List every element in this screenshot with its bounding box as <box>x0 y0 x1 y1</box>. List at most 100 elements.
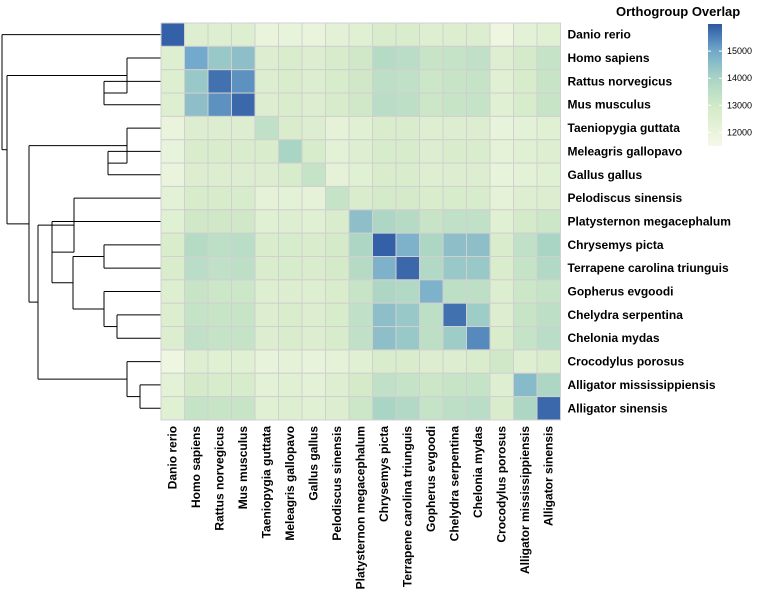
heatmap-cell <box>325 326 350 351</box>
heatmap-cell <box>442 232 467 257</box>
heatmap-cell <box>372 256 397 281</box>
heatmap-cell <box>536 45 561 71</box>
heatmap-cell <box>489 302 514 328</box>
heatmap-cell <box>184 396 209 421</box>
heatmap-cell <box>207 349 232 374</box>
heatmap-cell <box>466 256 491 281</box>
heatmap-cell <box>419 115 444 141</box>
heatmap-cell <box>513 22 538 47</box>
heatmap-cell <box>254 92 279 117</box>
heatmap-cell <box>395 372 420 398</box>
heatmap-cell <box>489 256 514 281</box>
heatmap-cell <box>301 92 326 117</box>
heatmap-cell <box>160 45 185 71</box>
heatmap-cell <box>513 326 538 351</box>
colorbar <box>708 24 722 146</box>
heatmap-cell <box>231 162 256 187</box>
heatmap-cell <box>513 69 538 94</box>
heatmap-cell <box>348 396 373 421</box>
heatmap-cell <box>231 185 256 211</box>
heatmap-cell <box>536 256 561 281</box>
heatmap-cell <box>419 22 444 47</box>
heatmap-cell <box>301 69 326 94</box>
heatmap-cell <box>513 372 538 398</box>
heatmap-cell <box>301 232 326 257</box>
row-label: Alligator sinensis <box>568 401 668 415</box>
heatmap-cell <box>184 209 209 234</box>
heatmap-cell <box>466 45 491 71</box>
heatmap-cell <box>184 45 209 71</box>
row-label: Taeniopygia guttata <box>568 121 681 135</box>
heatmap-cell <box>419 349 444 374</box>
heatmap-cell <box>325 232 350 257</box>
heatmap-cell <box>254 302 279 328</box>
heatmap-cell <box>207 162 232 187</box>
heatmap-cell <box>395 302 420 328</box>
heatmap-cell <box>372 349 397 374</box>
column-label: Terrapene carolina triunguis <box>401 426 415 587</box>
heatmap-cell <box>325 92 350 117</box>
column-label: Homo sapiens <box>189 426 203 508</box>
heatmap-cell <box>395 209 420 234</box>
heatmap-cell <box>184 372 209 398</box>
heatmap-cell <box>348 69 373 94</box>
heatmap-cell <box>184 139 209 164</box>
heatmap-cell <box>231 256 256 281</box>
heatmap-cell <box>372 92 397 117</box>
heatmap-cell <box>348 326 373 351</box>
heatmap-cell <box>301 326 326 351</box>
heatmap-cell <box>372 209 397 234</box>
heatmap-cell <box>466 22 491 47</box>
heatmap-cell <box>513 232 538 257</box>
heatmap-cell <box>395 256 420 281</box>
heatmap-cell <box>489 185 514 211</box>
heatmap-cell <box>372 326 397 351</box>
heatmap-cell <box>301 349 326 374</box>
heatmap-cell <box>536 326 561 351</box>
column-label: Mus musculus <box>236 426 250 510</box>
row-label: Pelodiscus sinensis <box>568 191 683 205</box>
heatmap-cell <box>489 396 514 421</box>
heatmap-cell <box>442 209 467 234</box>
heatmap-cell <box>442 396 467 421</box>
heatmap-cell <box>372 302 397 328</box>
heatmap-cell <box>466 92 491 117</box>
heatmap-cell <box>207 396 232 421</box>
heatmap-cell <box>278 92 303 117</box>
heatmap-cell <box>419 45 444 71</box>
heatmap-cell <box>536 92 561 117</box>
heatmap-cell <box>536 185 561 211</box>
heatmap-cell <box>442 349 467 374</box>
heatmap-cell <box>395 396 420 421</box>
heatmap-cell <box>513 139 538 164</box>
heatmap-cell <box>254 185 279 211</box>
heatmap-cell <box>466 232 491 257</box>
heatmap-cell <box>184 115 209 141</box>
heatmap-cell <box>419 326 444 351</box>
heatmap-cell <box>278 349 303 374</box>
heatmap-cell <box>395 326 420 351</box>
heatmap-cell <box>325 22 350 47</box>
column-label: Crocodylus porosus <box>495 426 509 543</box>
heatmap-cell <box>254 349 279 374</box>
heatmap-cell <box>231 45 256 71</box>
heatmap-cell <box>325 45 350 71</box>
heatmap-cell <box>184 256 209 281</box>
heatmap-cell <box>325 209 350 234</box>
heatmap-cell <box>325 279 350 304</box>
heatmap-cell <box>184 302 209 328</box>
heatmap-cell <box>325 372 350 398</box>
heatmap-cell <box>442 92 467 117</box>
colorbar-tick-label: 14000 <box>727 73 752 83</box>
heatmap-cell <box>325 162 350 187</box>
heatmap-cell <box>207 256 232 281</box>
heatmap-cell <box>184 22 209 47</box>
heatmap-cell <box>372 232 397 257</box>
heatmap-cell <box>254 209 279 234</box>
heatmap-cell <box>278 45 303 71</box>
heatmap-cell <box>395 185 420 211</box>
heatmap-cell <box>278 209 303 234</box>
heatmap-cell <box>160 326 185 351</box>
